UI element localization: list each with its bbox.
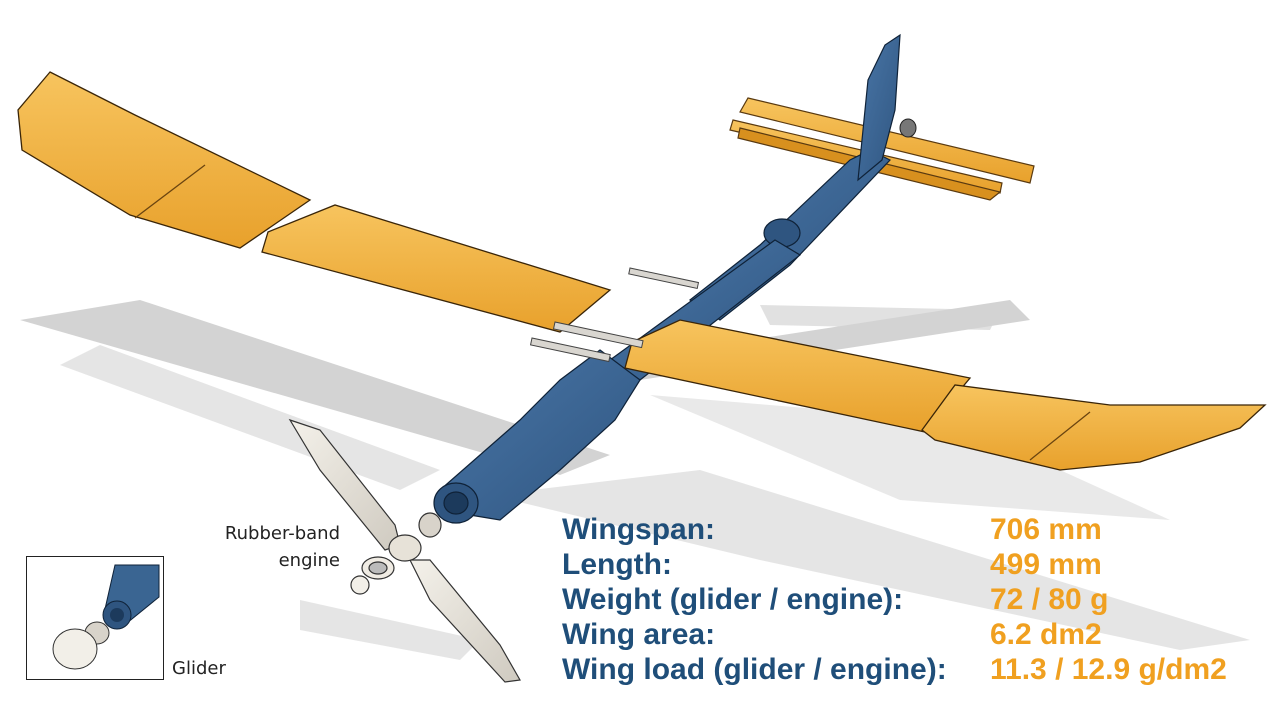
wing-rods [529,267,700,363]
right-wing [624,319,1267,471]
spec-value: 11.3 / 12.9 g/dm2 [990,653,1227,686]
spec-label: Wingspan: [562,513,716,546]
spec-label: Wing area: [562,618,716,651]
propeller [288,418,521,683]
spec-value: 706 mm [990,513,1102,546]
spec-row-wingspan: Wingspan: 706 mm [562,512,1227,547]
ground-shadow [20,300,1250,660]
glider-nose-drawing [52,564,160,670]
rubber-band-engine-caption: Rubber-band engine [200,520,340,574]
spec-value: 72 / 80 g [990,583,1109,616]
spec-row-length: Length: 499 mm [562,547,1227,582]
spec-label: Wing load (glider / engine): [562,653,947,686]
spec-row-weight: Weight (glider / engine): 72 / 80 g [562,582,1227,617]
caption-line-2: engine [278,550,340,571]
spec-value: 6.2 dm2 [990,618,1102,651]
tail-wheel [899,118,917,138]
left-wing [17,71,612,333]
vertical-fin [857,33,901,182]
spec-label: Length: [562,548,672,581]
spec-row-wing-area: Wing area: 6.2 dm2 [562,617,1227,652]
caption-line-1: Rubber-band [224,523,340,544]
specifications-table: Wingspan: 706 mm Length: 499 mm Weight (… [562,512,1227,687]
glider-caption: Glider [172,658,226,679]
spec-row-wing-load: Wing load (glider / engine): 11.3 / 12.9… [562,652,1227,687]
spec-value: 499 mm [990,548,1102,581]
spec-label: Weight (glider / engine): [562,583,904,616]
glider-nose-inset [26,556,164,680]
